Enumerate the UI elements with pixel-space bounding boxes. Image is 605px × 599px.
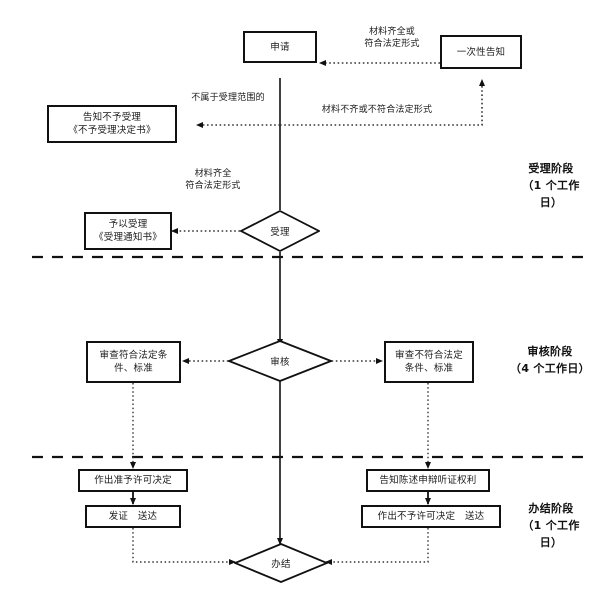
edge-label-materials-complete-legal-line2: 符合法定形式 [185, 181, 241, 191]
node-review-label: 审核 [270, 357, 290, 368]
node-approve-decision[interactable]: 作出准予许可决定 [78, 469, 188, 492]
node-accept-notice-line2: 《受理通知书》 [94, 232, 162, 243]
node-review-fail[interactable]: 审查不符合法定 条件、标准 [384, 341, 474, 383]
stage-label-review: 审核阶段 （4 个工作日） [498, 343, 602, 377]
review-diamond-shape [228, 340, 332, 382]
node-not-accept[interactable]: 告知不予受理 《不予受理决定书》 [47, 105, 177, 143]
stage-label-accept-line2: （1 个工作 [522, 179, 580, 192]
node-review-pass-line1: 审查符合法定条 [99, 350, 168, 361]
complete-diamond-shape [234, 543, 328, 583]
edge-label-materials-complete-legal: 材料齐全 符合法定形式 [158, 168, 268, 192]
node-apply[interactable]: 申请 [243, 31, 317, 63]
node-apply-label: 申请 [270, 41, 290, 53]
accept-diamond-shape [240, 210, 320, 252]
node-accept-label: 受理 [270, 227, 290, 238]
node-review-pass[interactable]: 审查符合法定条 件、标准 [86, 341, 181, 383]
edge-reject-to-complete [325, 528, 429, 565]
stage-label-accept: 受理阶段 （1 个工作 日） [505, 160, 597, 211]
edge-apply-to-notice [280, 79, 485, 126]
node-reject-decision[interactable]: 作出不予许可决定 送达 [361, 505, 501, 528]
stage-label-complete: 办结阶段 （1 个工作 日） [505, 500, 597, 551]
node-accept[interactable]: 受理 [240, 210, 320, 252]
node-not-accept-line2: 《不予受理决定书》 [68, 125, 156, 136]
node-approve-decision-label: 作出准予许可决定 [94, 475, 172, 486]
node-notify-rights[interactable]: 告知陈述申辩听证权利 [366, 469, 490, 492]
node-complete[interactable]: 办结 [234, 543, 328, 583]
stage-label-review-line1: 审核阶段 [527, 345, 573, 358]
node-issue-deliver[interactable]: 发证 送达 [85, 505, 181, 528]
node-complete-label: 办结 [271, 559, 291, 570]
node-not-accept-line1: 告知不予受理 [82, 112, 142, 123]
edge-label-out-of-scope-line1: 不属于受理范围的 [191, 93, 265, 103]
node-reject-decision-label: 作出不予许可决定 送达 [377, 511, 485, 522]
node-issue-deliver-label: 发证 送达 [108, 511, 158, 522]
stage-label-complete-line2: （1 个工作 [522, 519, 580, 532]
edge-label-materials-complete: 材料齐全或 符合法定形式 [333, 26, 451, 50]
node-review-fail-line2: 条件、标准 [404, 363, 454, 374]
edge-label-materials-complete-line1: 材料齐全或 [368, 27, 415, 37]
node-accept-notice-line1: 予以受理 [108, 219, 148, 230]
node-review[interactable]: 审核 [228, 340, 332, 382]
stage-label-review-line2: （4 个工作日） [510, 362, 590, 375]
edge-label-materials-complete-legal-line1: 材料齐全 [194, 169, 232, 179]
edge-label-materials-incomplete-line1: 材料不齐或不符合法定形式 [321, 105, 433, 115]
node-one-time-notice[interactable]: 一次性告知 [440, 35, 522, 69]
node-review-fail-line1: 审查不符合法定 [395, 350, 463, 361]
stage-label-complete-line1: 办结阶段 [528, 502, 574, 515]
edge-label-out-of-scope: 不属于受理范围的 [173, 92, 283, 104]
edge-issue-to-complete [132, 528, 236, 565]
edge-label-materials-complete-line2: 符合法定形式 [364, 39, 420, 49]
stage-label-accept-line1: 受理阶段 [528, 162, 574, 175]
node-one-time-notice-label: 一次性告知 [456, 46, 506, 58]
stage-label-complete-line3: 日） [539, 536, 563, 549]
edge-label-materials-incomplete: 材料不齐或不符合法定形式 [297, 104, 457, 116]
node-review-pass-line2: 件、标准 [114, 363, 153, 374]
stage-label-accept-line3: 日） [539, 196, 563, 209]
node-accept-notice[interactable]: 予以受理 《受理通知书》 [84, 212, 172, 250]
node-notify-rights-label: 告知陈述申辩听证权利 [379, 475, 477, 486]
